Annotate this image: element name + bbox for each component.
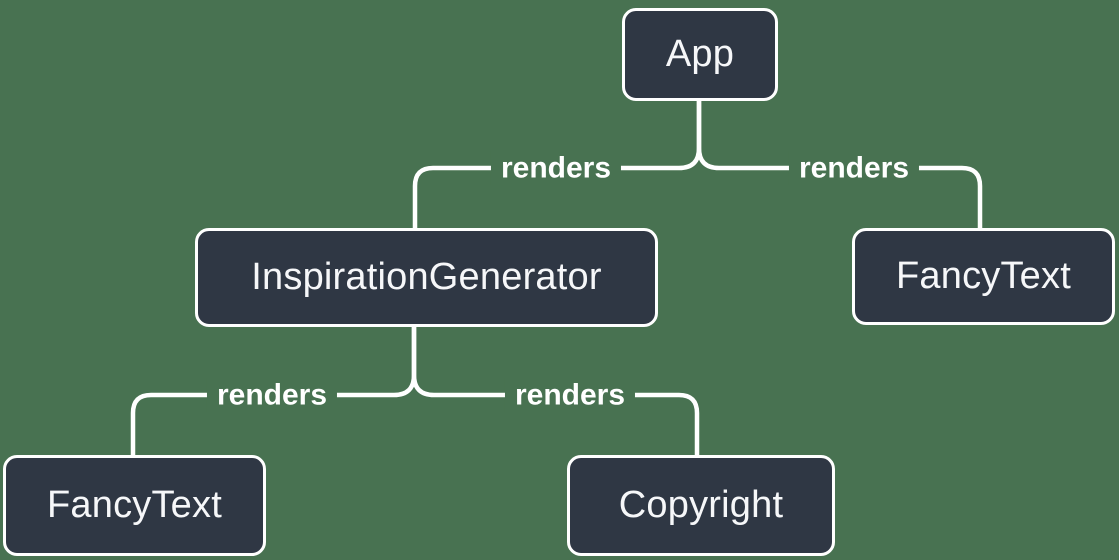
node-app-label: App bbox=[665, 33, 735, 75]
node-fancy-text-top: FancyText bbox=[852, 228, 1115, 325]
node-inspiration-generator: InspirationGenerator bbox=[195, 228, 658, 327]
edge-label-app-inspirationgenerator: renders bbox=[490, 150, 622, 186]
node-fancy-text-bottom-label: FancyText bbox=[47, 484, 222, 526]
node-app: App bbox=[622, 8, 778, 101]
node-copyright: Copyright bbox=[567, 455, 835, 556]
node-copyright-label: Copyright bbox=[618, 484, 784, 526]
node-inspiration-generator-label: InspirationGenerator bbox=[251, 256, 602, 298]
edge-label-inspirationgenerator-fancytext: renders bbox=[206, 377, 338, 413]
node-fancy-text-bottom: FancyText bbox=[3, 455, 266, 556]
edge-label-app-fancytext: renders bbox=[788, 150, 920, 186]
edge-label-inspirationgenerator-copyright: renders bbox=[504, 377, 636, 413]
node-fancy-text-top-label: FancyText bbox=[896, 255, 1071, 297]
